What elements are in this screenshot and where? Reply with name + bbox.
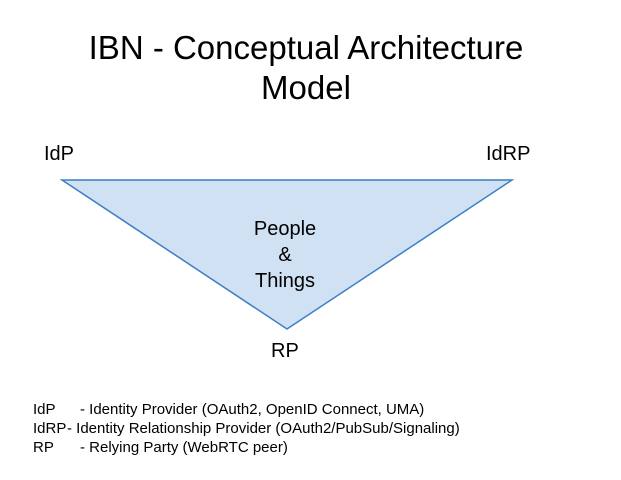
triangle-center-text: People & Things [237,216,333,294]
node-label-idrp: IdRP [486,143,531,165]
diagram-title: IBN - Conceptual Architecture Model [0,28,612,108]
legend: IdP - Identity Provider (OAuth2, OpenID … [33,400,460,457]
center-line-1: People [253,218,317,240]
title-line-1: IBN - Conceptual Architecture [88,29,524,66]
legend-desc: - Relying Party (WebRTC peer) [80,439,288,456]
legend-desc: - Identity Provider (OAuth2, OpenID Conn… [80,401,425,418]
conceptual-triangle [59,179,515,330]
legend-desc: - Identity Relationship Provider (OAuth2… [67,420,460,437]
center-line-3: Things [254,270,316,292]
legend-row-idrp: IdRP - Identity Relationship Provider (O… [33,419,460,438]
legend-row-idp: IdP - Identity Provider (OAuth2, OpenID … [33,400,460,419]
title-line-2: Model [261,69,351,106]
legend-row-rp: RP - Relying Party (WebRTC peer) [33,438,460,457]
node-label-rp: RP [271,340,299,362]
node-label-idp: IdP [44,143,75,165]
legend-abbr: IdRP [33,420,67,437]
center-line-2: & [278,244,292,266]
legend-abbr: IdP [33,401,56,418]
legend-abbr: RP [33,439,54,456]
